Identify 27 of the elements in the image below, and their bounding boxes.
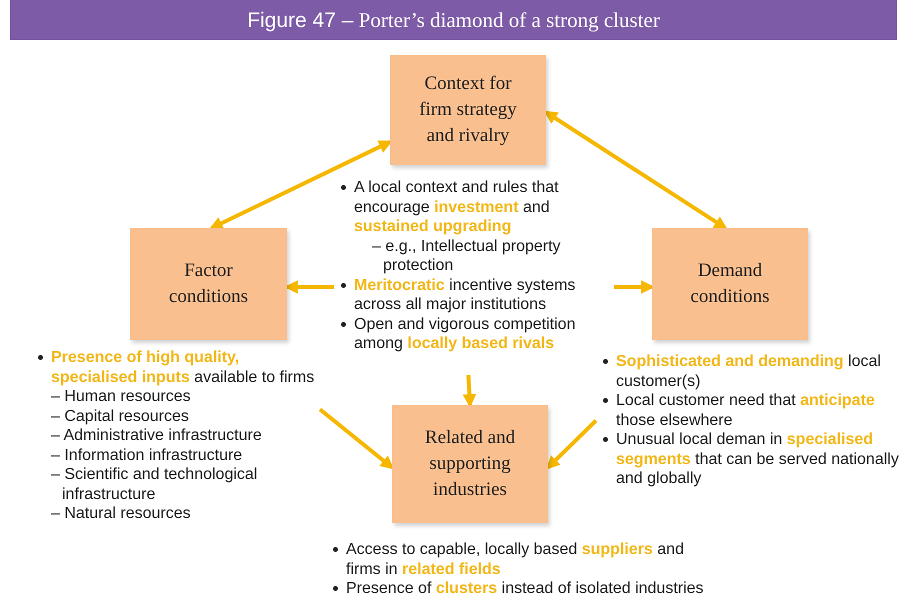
bullet-text: Local customer need that anticipate those elsewhere bbox=[616, 391, 876, 430]
bullet-text: – Information infrastructure bbox=[51, 446, 244, 465]
title-bar: Figure 47 – Porter’s diamond of a strong cluster bbox=[10, 0, 897, 40]
bullet-text: – Human resources bbox=[51, 387, 192, 406]
condition-box bbox=[130, 228, 287, 340]
box-label: Demand conditions bbox=[689, 259, 771, 309]
arrow bbox=[209, 140, 392, 230]
condition-box bbox=[390, 55, 546, 165]
bullet-text: Open and vigorous competition among locally based rivals bbox=[354, 314, 576, 354]
arrow bbox=[318, 408, 394, 470]
box-label: Related and supporting industries bbox=[424, 426, 516, 502]
bullet-text: Sophisticated and demanding local customer(s) bbox=[616, 352, 882, 391]
box-label: Context for firm strategy and rivalry bbox=[418, 72, 518, 148]
bullet-text: A local context and rules that encourage investment and sustained upgrading bbox=[354, 178, 560, 236]
arrow bbox=[546, 419, 598, 470]
bullet-text: – Capital resources bbox=[51, 406, 190, 426]
condition-box bbox=[392, 405, 548, 523]
box-label: Factor conditions bbox=[168, 259, 250, 309]
bullet-text: Unusual local deman in specialised segments that can be served nationally and globally bbox=[616, 430, 900, 488]
bullet-text: – Scientific and technological infrastructure bbox=[51, 465, 258, 504]
condition-box bbox=[652, 228, 808, 340]
bullet-text: Meritocratic incentive systems across all major institutions bbox=[354, 276, 576, 314]
bullet-text: Presence of high quality, specialised inputs available to firms bbox=[51, 348, 316, 387]
bullet-text: Presence of clusters instead of isolated industries bbox=[346, 579, 705, 598]
arrow bbox=[462, 374, 476, 408]
bullet-text: – Administrative infrastructure bbox=[51, 426, 263, 446]
bullet-text: – Natural resources bbox=[51, 504, 192, 524]
